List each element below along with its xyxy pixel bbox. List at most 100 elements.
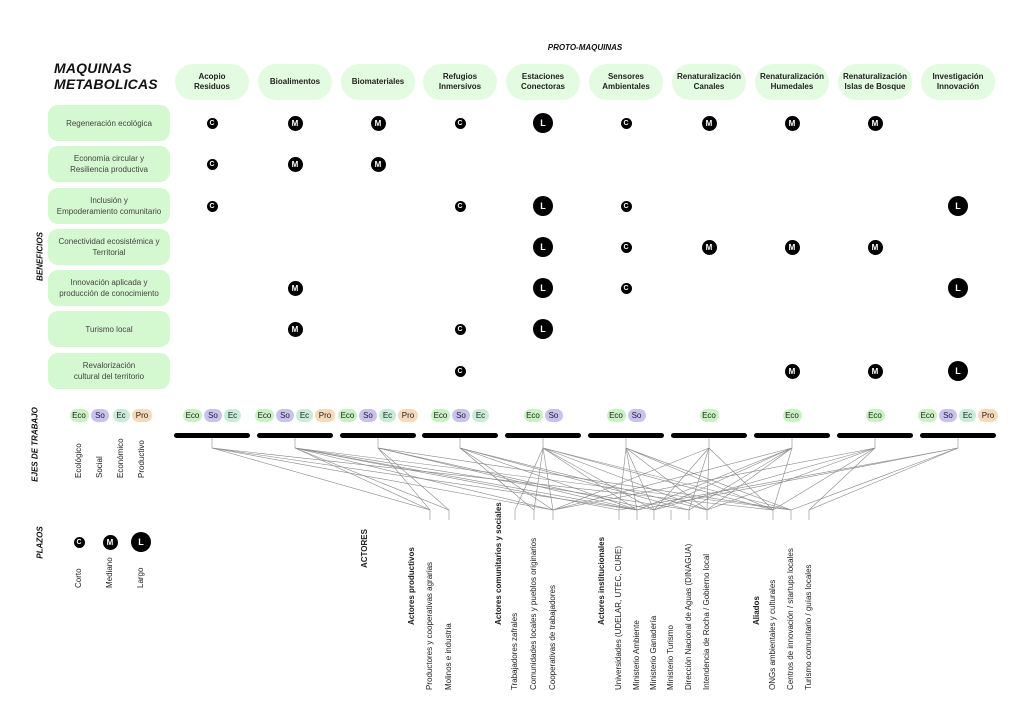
term-marker: L — [131, 532, 151, 552]
term-marker: C — [73, 536, 85, 548]
actor-group-title: Aliados — [752, 596, 761, 625]
column-header: Biomateriales — [341, 64, 415, 100]
actor-item: Comunidades locales y pueblos originario… — [529, 537, 538, 690]
actor-link — [514, 447, 544, 511]
axis-tag: Ec — [112, 409, 130, 422]
axis-tag: Eco — [606, 409, 626, 422]
actor-group-title: Actores institucionales — [597, 536, 606, 625]
column-bar — [671, 433, 747, 438]
column-bar — [920, 433, 996, 438]
actor-item: Molinos e industria — [444, 623, 453, 690]
actor-link — [542, 447, 792, 511]
axis-tag: Pro — [978, 409, 998, 422]
term-marker: M — [784, 115, 800, 131]
term-marker: L — [533, 319, 553, 339]
actor-link — [377, 447, 450, 511]
actor-link — [625, 447, 655, 511]
term-marker: M — [867, 363, 883, 379]
axis-tag: Ec — [296, 409, 313, 422]
actor-link — [459, 447, 708, 511]
axis-tag: Ec — [959, 409, 976, 422]
column-bar — [505, 433, 581, 438]
actor-item: Turismo comunitario / guías locales — [804, 564, 813, 690]
actor-link — [294, 447, 792, 511]
column-header: Renaturalización Humedales — [755, 64, 829, 100]
term-marker: C — [454, 365, 466, 377]
actor-link — [294, 447, 620, 511]
actor-link — [542, 447, 554, 511]
term-marker: L — [533, 113, 553, 133]
actor-link — [618, 447, 627, 511]
diagram-title: MAQUINAS METABOLICAS — [54, 60, 158, 92]
actor-link — [618, 447, 959, 511]
axis-tag: So — [204, 409, 222, 422]
actor-link — [552, 447, 793, 511]
row-header: Inclusión y Empoderamiento comunitario — [48, 188, 170, 224]
column-header: Renaturalización Canales — [672, 64, 746, 100]
actor-link — [542, 447, 774, 511]
term-marker: C — [454, 200, 466, 212]
axis-tag: So — [91, 409, 109, 422]
term-marker: C — [620, 282, 632, 294]
actor-link — [625, 447, 708, 511]
actor-item: Ministerio Ambiente — [632, 620, 641, 690]
title-line-1: MAQUINAS — [54, 60, 132, 76]
axis-tag: Eco — [338, 409, 357, 422]
actor-link — [636, 447, 959, 511]
axis-tag: So — [359, 409, 377, 422]
actor-link — [542, 447, 708, 511]
actor-link — [772, 447, 876, 511]
actor-link — [688, 447, 793, 511]
term-marker: L — [948, 278, 968, 298]
term-marker: M — [370, 156, 386, 172]
axis-tag: Ec — [379, 409, 396, 422]
actor-link — [294, 447, 431, 511]
term-marker: M — [701, 115, 717, 131]
actor-link — [706, 447, 710, 511]
actor-item: Trabajadores zafrales — [510, 612, 519, 690]
term-marker: M — [102, 534, 118, 550]
actor-link — [377, 447, 431, 511]
actor-item: Dirección Nacional de Aguas (DINAGUA) — [684, 543, 693, 690]
column-bar — [754, 433, 830, 438]
term-marker: M — [287, 156, 303, 172]
actor-link — [552, 447, 876, 511]
column-header: Estaciones Conectoras — [506, 64, 580, 100]
axis-tag: Eco — [782, 409, 802, 422]
actor-link — [688, 447, 710, 511]
actor-group-title: Actores comunitarios y sociales — [494, 502, 503, 625]
actor-link — [294, 447, 450, 511]
actor-item: Ministerio Ganadería — [649, 615, 658, 690]
row-header: Turismo local — [48, 311, 170, 347]
axis-tag: So — [276, 409, 294, 422]
axis-tag: Eco — [431, 409, 450, 422]
column-header: Investigación Innovación — [921, 64, 995, 100]
column-bar — [588, 433, 664, 438]
column-bar — [257, 433, 333, 438]
actor-link — [294, 447, 638, 511]
term-marker: C — [620, 241, 632, 253]
actor-link — [653, 447, 710, 511]
actor-link — [459, 447, 535, 511]
actor-link — [459, 447, 554, 511]
term-marker: C — [454, 323, 466, 335]
actor-item: Cooperativas de trabajadores — [548, 585, 557, 690]
axis-tag: Eco — [255, 409, 274, 422]
axis-tag: Eco — [69, 409, 89, 422]
actor-group-title: Actores productivos — [407, 547, 416, 625]
term-marker: M — [287, 280, 303, 296]
axis-tag: So — [627, 409, 646, 422]
axis-tag: So — [939, 409, 957, 422]
term-marker: L — [948, 196, 968, 216]
axis-tag: Pro — [132, 409, 152, 422]
actor-link — [211, 447, 554, 511]
axis-tag: Eco — [183, 409, 202, 422]
row-header: Economía circular y Resiliencia producti… — [48, 146, 170, 182]
term-marker: C — [206, 158, 218, 170]
term-marker: C — [620, 117, 632, 129]
actor-link — [294, 447, 554, 511]
actor-item: Centros de innovación / startups locales — [786, 548, 795, 690]
actor-item: Productores y cooperativas agrarias — [425, 561, 434, 690]
term-marker: M — [701, 239, 717, 255]
